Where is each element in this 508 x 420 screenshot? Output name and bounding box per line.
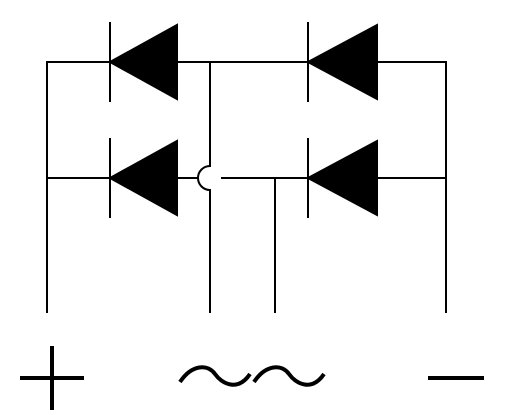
terminal-ac2-tilde-icon xyxy=(252,365,326,387)
diode-d4-triangle xyxy=(305,139,378,217)
diode-d4 xyxy=(305,138,378,218)
wires xyxy=(46,61,447,313)
wire-ac1-hop xyxy=(197,164,212,192)
diode-d1 xyxy=(107,22,178,102)
terminal-plus-icon xyxy=(20,346,84,410)
diode-d1-triangle xyxy=(107,23,178,101)
diode-d3 xyxy=(107,138,178,218)
diode-d2-triangle xyxy=(305,23,378,101)
terminal-ac1-tilde-icon xyxy=(178,365,252,387)
diode-d2 xyxy=(305,22,378,102)
diode-d3-triangle xyxy=(107,139,178,217)
